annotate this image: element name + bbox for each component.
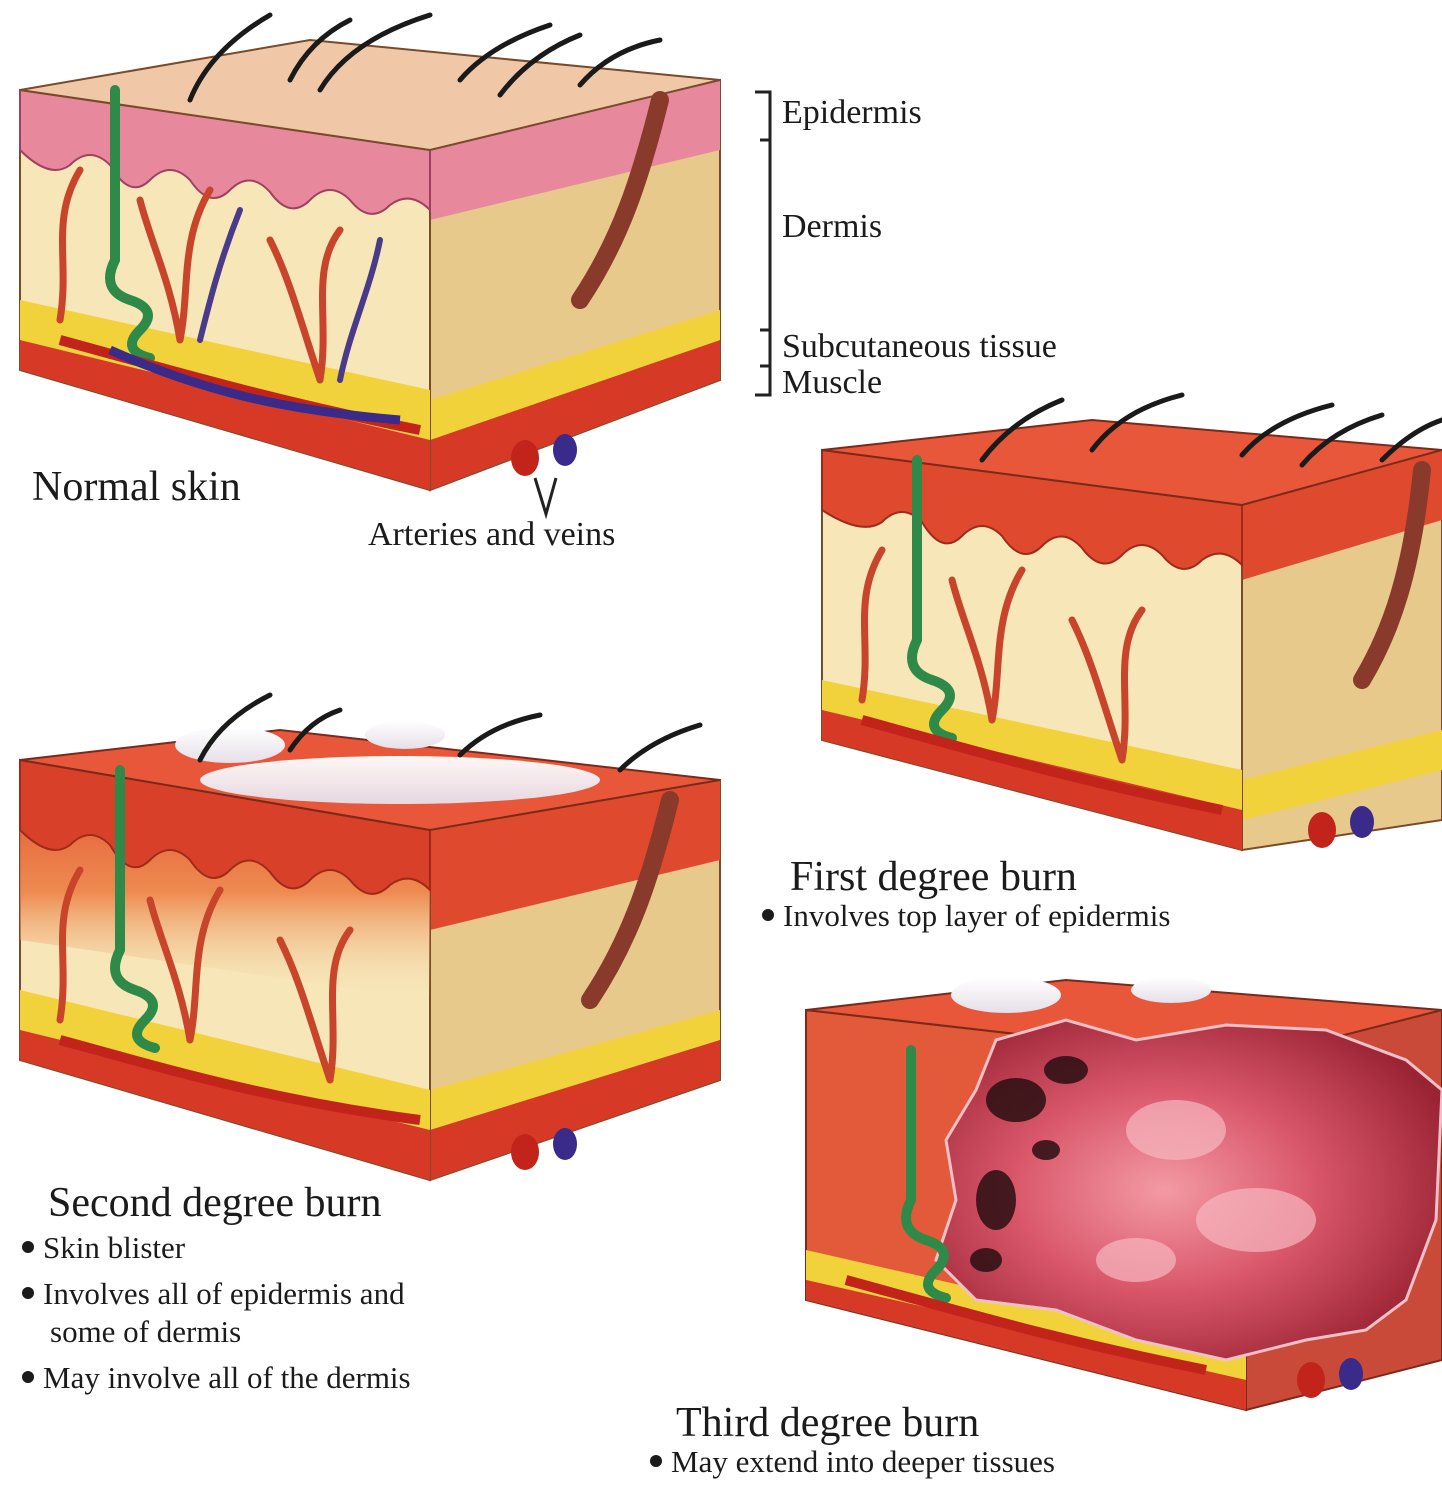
bullet-dot <box>22 1371 34 1383</box>
bullet-text: May involve all of the dermis <box>43 1360 411 1395</box>
vein-end <box>1339 1358 1363 1390</box>
normal-skin-title: Normal skin <box>32 466 241 508</box>
vessel-pointer <box>535 478 556 514</box>
epidermis-label: Epidermis <box>782 96 922 130</box>
normal-skin-block <box>20 15 720 490</box>
subcutaneous-label: Subcutaneous tissue <box>782 330 1057 364</box>
bullet-text: Skin blister <box>43 1230 185 1265</box>
vein-end <box>553 434 577 466</box>
second-degree-block <box>20 695 720 1180</box>
artery-end <box>511 440 539 476</box>
bullet-dot <box>762 909 774 921</box>
artery-end <box>511 1134 539 1170</box>
second-degree-bullet-1: Skin blister <box>22 1232 185 1263</box>
vein-end <box>553 1128 577 1160</box>
bullet-dot <box>22 1287 34 1299</box>
first-degree-block <box>822 395 1442 850</box>
blister-mid <box>365 721 445 749</box>
second-degree-title: Second degree burn <box>48 1182 382 1224</box>
blister-right <box>1131 977 1211 1003</box>
blister-left <box>951 977 1061 1013</box>
bullet-text: May extend into deeper tissues <box>671 1444 1055 1479</box>
muscle-label: Muscle <box>782 366 882 400</box>
second-degree-bullet-2: Involves all of epidermis and <box>22 1278 405 1309</box>
bullet-dot <box>22 1241 34 1253</box>
second-degree-bullet-2-cont: some of dermis <box>50 1316 241 1347</box>
dermis-label: Dermis <box>782 210 882 244</box>
vein-end <box>1350 806 1374 838</box>
third-degree-bullet-1: May extend into deeper tissues <box>650 1446 1055 1477</box>
first-degree-title: First degree burn <box>790 856 1077 898</box>
third-degree-block <box>806 977 1442 1410</box>
bullet-dot <box>650 1455 662 1467</box>
second-degree-bullet-3: May involve all of the dermis <box>22 1362 411 1393</box>
artery-end <box>1308 812 1336 848</box>
bullet-text: Involves top layer of epidermis <box>783 898 1170 933</box>
arteries-veins-label: Arteries and veins <box>368 518 615 552</box>
bullet-text: Involves all of epidermis and <box>43 1276 405 1311</box>
blister-left <box>175 727 285 763</box>
first-degree-bullet-1: Involves top layer of epidermis <box>762 900 1170 931</box>
layer-bracket <box>755 92 770 395</box>
blister-large <box>200 756 600 804</box>
third-degree-title: Third degree burn <box>676 1402 979 1444</box>
artery-end <box>1297 1362 1325 1398</box>
